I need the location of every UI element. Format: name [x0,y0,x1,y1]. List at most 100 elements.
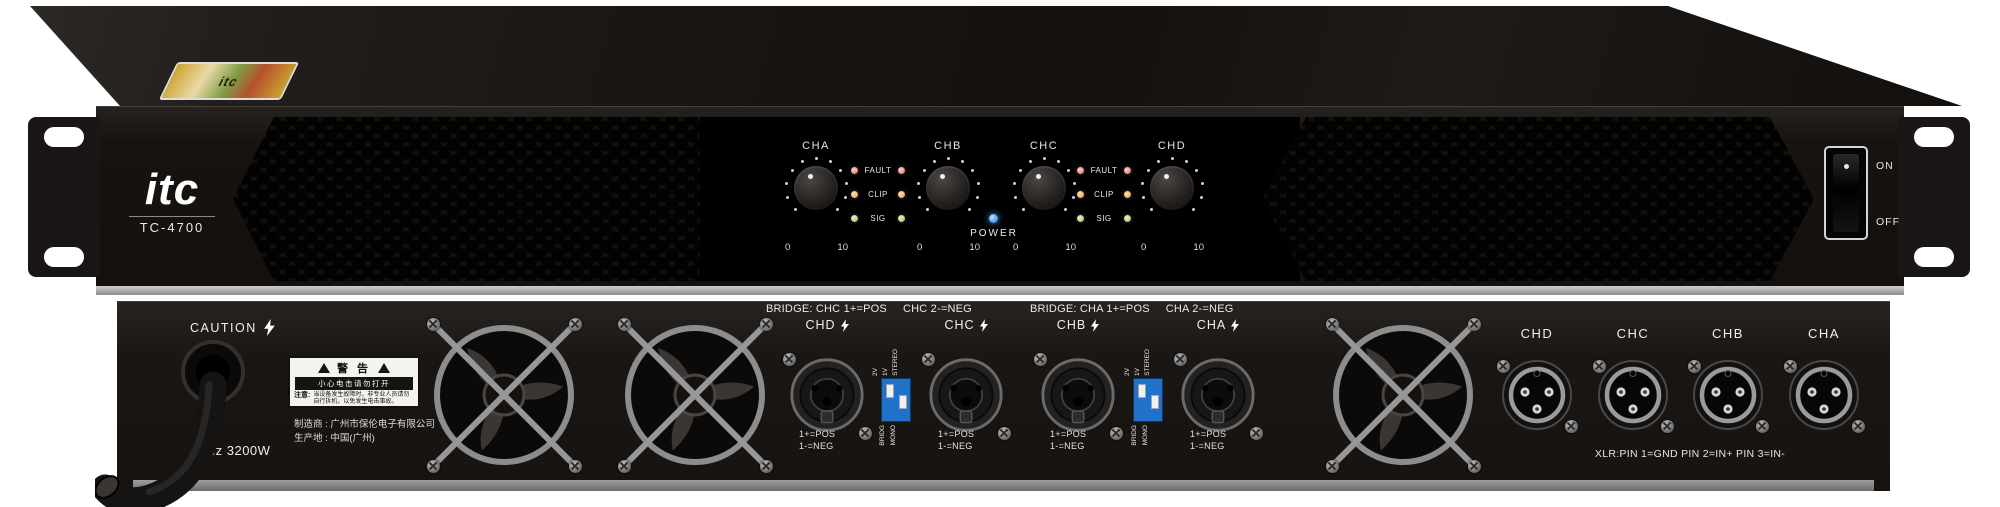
rocker[interactable] [1833,154,1859,232]
speakon-output-chc [928,357,1004,433]
screw [1851,419,1865,433]
dip-toggle[interactable] [1137,384,1146,398]
mode-dip-switch-group2[interactable] [1133,378,1163,422]
led-indicator-column-2: FAULT CLIP SIG [1077,158,1131,230]
xlr-label-chc: CHC [1616,326,1650,341]
warning-sticker: 警 告 小心电击请勿打开 注意: 当设备发生故障时，非专业人员请勿 自行拆机，以… [288,356,420,408]
cooling-fan [1328,320,1478,470]
dip-labels-bottom: BRIDG MONO [1131,425,1149,446]
rack-ear-right [1898,117,1970,277]
signal-led [1124,214,1131,222]
screw [1755,419,1769,433]
screw [617,459,631,473]
rack-mount-hole [1914,247,1954,267]
warning-line: 当设备发生故障时，非专业人员请勿 [313,392,410,398]
clip-led [851,190,858,198]
logo-divider [129,216,215,217]
channel-label: CHC [1029,140,1059,152]
chd-level-knob[interactable] [1150,166,1194,210]
xlr-pin-info: XLR:PIN 1=GND PIN 2=IN+ PIN 3=IN- [1594,448,1786,460]
screw [617,317,631,331]
sticker-text: itc [216,73,242,89]
switch-off-label: OFF [1876,216,1900,228]
rear-panel-bottom-edge [133,480,1874,491]
chassis-top-face [30,6,1962,106]
power-switch[interactable] [1824,146,1868,240]
lightning-bolt-icon [1091,319,1099,332]
clip-led [898,190,905,198]
xlr-input-cha [1788,359,1860,431]
bridge-label-group2: BRIDGE: CHA 1+=POS CHA 2-=NEG [1030,303,1234,315]
screw [426,317,440,331]
screw [1109,426,1123,440]
rack-mount-hole [44,127,84,147]
lightning-bolt-icon [841,319,849,332]
screw [1325,317,1339,331]
screw [858,426,872,440]
screw [997,426,1011,440]
signal-led [898,214,905,222]
screw [1783,359,1797,373]
screw [1325,459,1339,473]
xlr-input-chb [1692,359,1764,431]
power-label: POWER [970,228,1018,239]
screw [1173,352,1187,366]
screw [1249,426,1263,440]
fault-led [851,166,858,174]
speakon-output-chd [789,357,865,433]
warning-subtitle: 小心电击请勿打开 [295,377,413,390]
dip-toggle[interactable] [1150,395,1159,409]
mode-dip-switch-group1[interactable] [881,378,911,422]
warning-triangle-icon [317,363,330,373]
screw [1467,317,1481,331]
fault-led [1124,166,1131,174]
rack-ear-left [28,117,100,277]
channel-label: CHD [1157,140,1187,152]
power-cable [95,340,245,507]
hologram-sticker: itc [158,62,300,100]
dip-toggle[interactable] [898,395,907,409]
warning-triangle-icon [378,363,391,373]
dip-labels-top: 2V 1V STEREO [1124,349,1151,376]
chc-level-knob[interactable] [1022,166,1066,210]
rack-mount-hole [1914,127,1954,147]
screw [1564,419,1578,433]
screw [426,459,440,473]
cha-level-knob[interactable] [794,166,838,210]
dip-toggle[interactable] [885,384,894,398]
xlr-input-chd [1501,359,1573,431]
speakon-output-cha [1180,357,1256,433]
channel-label: CHA [802,140,830,152]
clip-led [1124,190,1131,198]
dip-labels-top: 2V 1V STEREO [872,349,899,376]
warning-line: 自行拆机，以免发生电击事故。 [313,399,398,405]
ventilation-grille-left [233,117,745,281]
screw [1496,359,1510,373]
power-led [989,214,998,223]
warning-note-prefix: 注意: [294,392,311,399]
xlr-label-cha: CHA [1808,326,1840,341]
chb-level-knob[interactable] [926,166,970,210]
xlr-label-chb: CHB [1712,326,1744,341]
cooling-fan [620,320,770,470]
knob-pointer [1164,174,1169,179]
chd-output-label: CHD [787,318,867,332]
speakon-output-chb [1040,357,1116,433]
screw [782,352,796,366]
chc-output-label: CHC [926,318,1006,332]
model-number: TC-4700 [139,220,205,235]
led-indicator-column-1: FAULT CLIP SIG [851,158,905,230]
screw [568,317,582,331]
fault-led [1077,166,1084,174]
